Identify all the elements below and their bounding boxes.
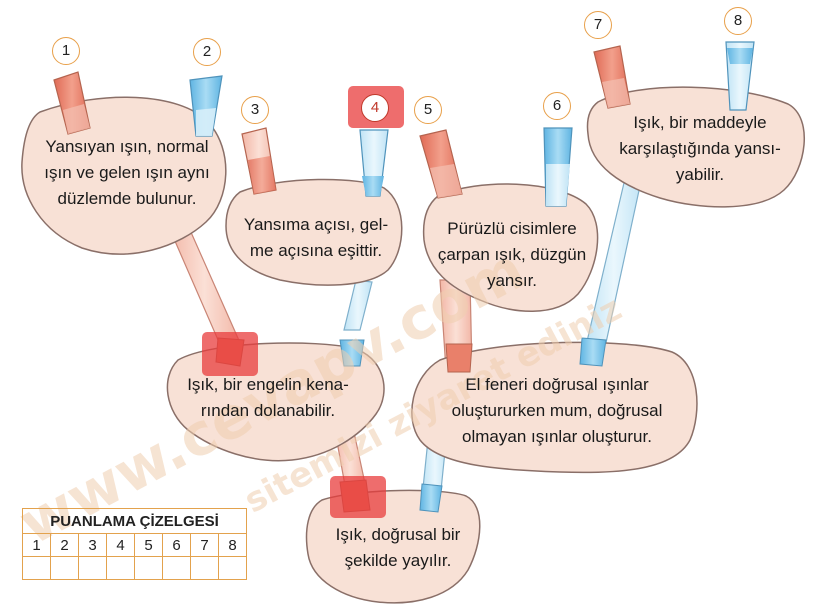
scoring-column-label: 1 bbox=[22, 533, 51, 557]
statement-line: oluştururken mum, doğrusal bbox=[451, 401, 663, 420]
statement-line: şekilde yayılır. bbox=[344, 551, 452, 570]
statement-5: Işık, bir engelin kena- rından dolanabil… bbox=[168, 372, 368, 424]
tube-end-blue bbox=[579, 337, 607, 367]
tube-8 bbox=[725, 41, 755, 111]
statement-line: rından dolanabilir. bbox=[200, 401, 336, 420]
scoring-answer-cell[interactable] bbox=[50, 556, 79, 580]
scoring-answer-cell[interactable] bbox=[162, 556, 191, 580]
statement-blob-6 bbox=[411, 341, 698, 474]
number-label: 6 bbox=[543, 92, 571, 120]
scoring-answer-cell[interactable] bbox=[190, 556, 219, 580]
statement-line: El feneri doğrusal ışınlar bbox=[465, 375, 649, 394]
tube-1 bbox=[53, 71, 91, 135]
scoring-column-label: 3 bbox=[78, 533, 107, 557]
statement-3: Pürüzlü cisimlere çarpan ışık, düzgün ya… bbox=[424, 216, 600, 294]
scoring-column-label: 6 bbox=[162, 533, 191, 557]
scoring-answer-cell[interactable] bbox=[106, 556, 135, 580]
statement-line: Yansıyan ışın, normal bbox=[45, 137, 209, 156]
statement-line: ışın ve gelen ışın aynı bbox=[44, 163, 210, 182]
tube-end-red bbox=[445, 343, 473, 373]
scoring-answer-cell[interactable] bbox=[134, 556, 163, 580]
statement-line: Işık, bir engelin kena- bbox=[187, 375, 349, 394]
tube-4 bbox=[359, 129, 389, 197]
number-label: 8 bbox=[724, 7, 752, 35]
statement-1: Yansıyan ışın, normal ışın ve gelen ışın… bbox=[28, 134, 226, 212]
number-label: 7 bbox=[584, 11, 612, 39]
number-label-highlighted: 4 bbox=[361, 94, 389, 122]
scoring-column-label: 5 bbox=[134, 533, 163, 557]
statement-line: olmayan ışınlar oluşturur. bbox=[462, 427, 652, 446]
scoring-column-label: 2 bbox=[50, 533, 79, 557]
highlight-marker bbox=[330, 476, 386, 518]
statement-line: Pürüzlü cisimlere bbox=[447, 219, 577, 238]
statement-line: çarpan ışık, düzgün bbox=[437, 245, 587, 264]
scoring-answer-cell[interactable] bbox=[78, 556, 107, 580]
statement-7: Işık, doğrusal bir şekilde yayılır. bbox=[314, 522, 482, 574]
statement-line: me açısına eşittir. bbox=[249, 241, 383, 260]
statement-blob-2 bbox=[225, 178, 403, 286]
highlight-marker bbox=[202, 332, 258, 376]
statement-line: karşılaştığında yansı- bbox=[619, 139, 781, 158]
statement-line: Işık, bir maddeyle bbox=[633, 113, 767, 132]
statement-2: Yansıma açısı, gel- me açısına eşittir. bbox=[230, 212, 402, 264]
scoring-column-label: 8 bbox=[218, 533, 247, 557]
connector-tube-blue bbox=[343, 279, 373, 331]
statement-line: Işık, doğrusal bir bbox=[335, 525, 461, 544]
statement-line: yansır. bbox=[486, 271, 538, 290]
tube-5 bbox=[419, 129, 463, 199]
statement-6: El feneri doğrusal ışınlar oluştururken … bbox=[414, 372, 700, 450]
statement-blob-1 bbox=[21, 96, 227, 255]
statement-line: Yansıma açısı, gel- bbox=[243, 215, 389, 234]
scoring-answer-cell[interactable] bbox=[218, 556, 247, 580]
tube-end-blue bbox=[419, 483, 443, 513]
scoring-column-label: 4 bbox=[106, 533, 135, 557]
scoring-table-header-row: 1 2 3 4 5 6 7 8 bbox=[22, 533, 247, 557]
statement-line: düzlemde bulunur. bbox=[57, 189, 197, 208]
statement-line: yabilir. bbox=[675, 165, 725, 184]
tube-3 bbox=[241, 127, 277, 195]
number-label: 1 bbox=[52, 37, 80, 65]
scoring-table-title: PUANLAMA ÇİZELGESİ bbox=[22, 508, 247, 534]
scoring-table: PUANLAMA ÇİZELGESİ 1 2 3 4 5 6 7 8 bbox=[22, 508, 247, 580]
number-label: 3 bbox=[241, 96, 269, 124]
tube-6 bbox=[543, 127, 573, 207]
scoring-table-answer-row bbox=[22, 556, 247, 580]
number-label: 2 bbox=[193, 38, 221, 66]
number-label: 5 bbox=[414, 96, 442, 124]
tube-7 bbox=[593, 45, 631, 109]
statement-4: Işık, bir maddeyle karşılaştığında yansı… bbox=[602, 110, 798, 188]
scoring-column-label: 7 bbox=[190, 533, 219, 557]
tube-end-blue bbox=[339, 339, 365, 367]
tube-2 bbox=[189, 75, 223, 137]
scoring-answer-cell[interactable] bbox=[22, 556, 51, 580]
